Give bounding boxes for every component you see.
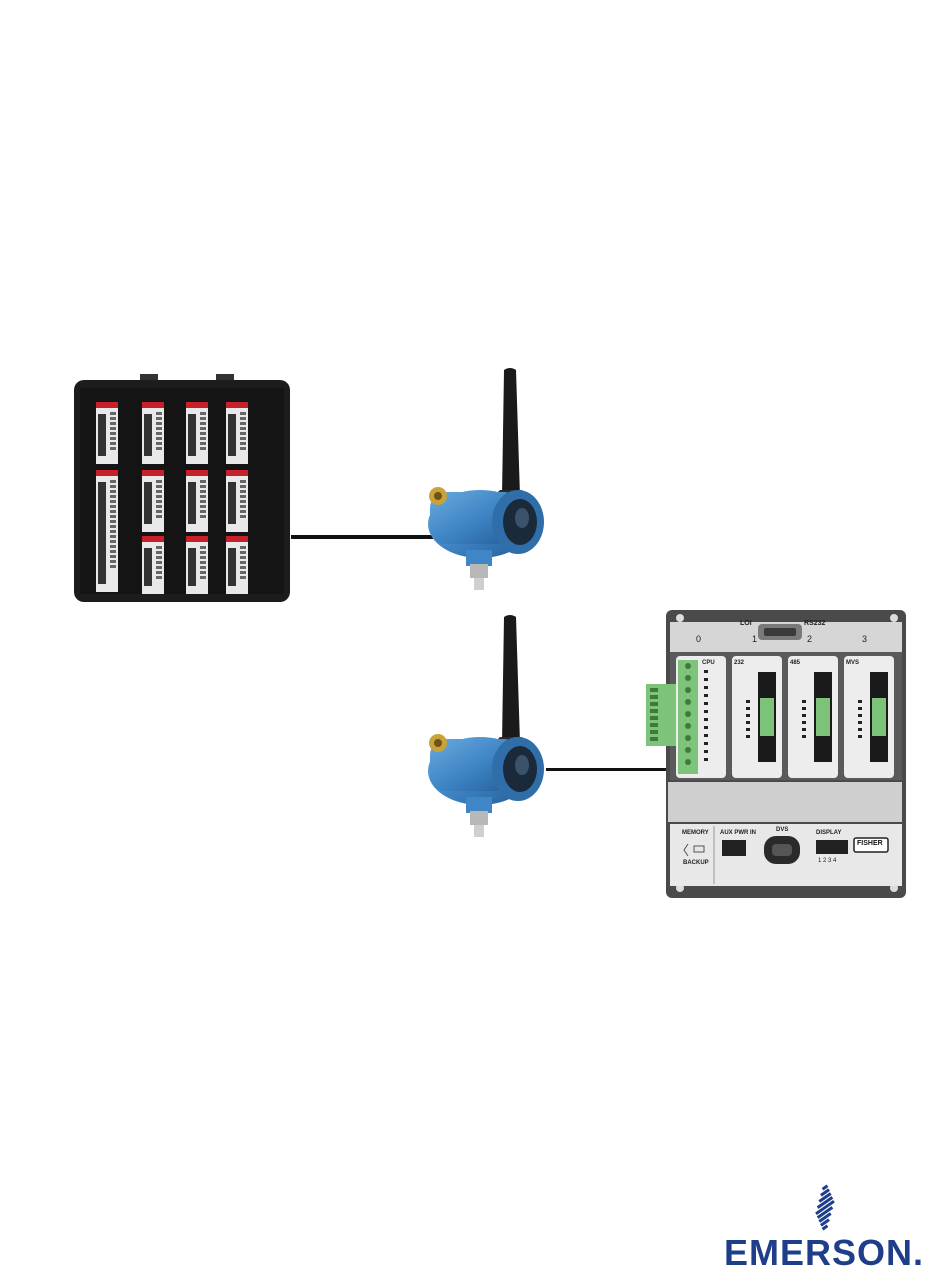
display-label: DISPLAY: [816, 830, 841, 836]
emerson-logo-icon: [803, 1180, 847, 1236]
io-module: [226, 402, 248, 464]
io-module: [142, 536, 164, 594]
emerson-wordmark: EMERSON.: [722, 1233, 926, 1273]
fisher-badge: FISHER: [857, 840, 883, 847]
left-controller: [66, 374, 298, 610]
module-title-232: 232: [734, 660, 744, 666]
display-pins-label: 1 2 3 4: [818, 858, 836, 864]
module-title-485: 485: [790, 660, 800, 666]
io-module: [186, 402, 208, 464]
memory-label: MEMORY: [682, 830, 709, 836]
right-controller-labels: LOI RS232 0 1 2 3 CPU 232 485 MVS MEMORY…: [640, 608, 908, 900]
connection-cable-left: [291, 535, 433, 539]
slot-number-3: 3: [862, 634, 867, 644]
io-module: [186, 536, 208, 594]
io-module: [142, 470, 164, 532]
io-module: [226, 536, 248, 594]
loi-label: LOI: [740, 620, 752, 627]
module-title-cpu: CPU: [702, 660, 715, 666]
aux-pwr-label: AUX PWR IN: [720, 830, 756, 836]
wireless-transmitter-lower: [418, 611, 548, 843]
io-module: [226, 470, 248, 532]
slot-number-1: 1: [752, 634, 757, 644]
io-module: [96, 402, 118, 464]
io-module: [186, 470, 208, 532]
backup-label: BACKUP: [683, 860, 709, 866]
module-title-mvs: MVS: [846, 660, 859, 666]
slot-number-2: 2: [807, 634, 812, 644]
io-module: [142, 402, 164, 464]
wireless-transmitter-upper: [418, 364, 548, 596]
dvs-label: DVS: [776, 827, 788, 833]
rs232-label: RS232: [804, 620, 825, 627]
io-module: [96, 470, 118, 592]
slot-number-0: 0: [696, 634, 701, 644]
